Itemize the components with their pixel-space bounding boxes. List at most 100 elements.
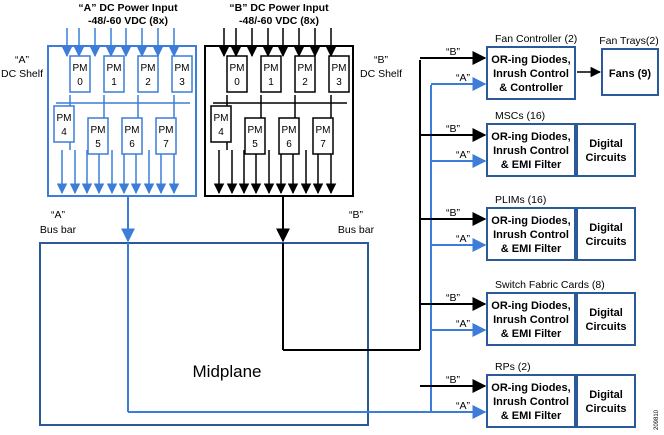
protection-text: Inrush Control — [493, 396, 569, 408]
pm-number: 6 — [286, 139, 292, 150]
pm-label: PM — [159, 125, 174, 136]
power-module-b-6: PM6 — [278, 117, 300, 155]
protection-text: OR-ing Diodes, — [491, 300, 570, 312]
pm-label: PM — [214, 113, 229, 124]
shelf-a-side-label: “A” — [15, 54, 30, 66]
feed-b-label: “B” — [446, 46, 461, 58]
digital-circuits-text: Circuits — [586, 152, 627, 164]
protection-text: & Controller — [499, 82, 563, 94]
protection-text: Inrush Control — [493, 145, 569, 157]
digital-circuits-text: Circuits — [586, 321, 627, 333]
protection-box — [486, 374, 576, 428]
shelf-b-busbar-label: “B” — [349, 209, 364, 221]
card-3: Switch Fabric Cards (8) “B” “A” OR-ing Diod… — [420, 279, 636, 346]
protection-text: & EMI Filter — [501, 159, 562, 171]
pm-box — [244, 117, 266, 155]
digital-circuits-box — [576, 123, 636, 177]
feed-a-label: “A” — [456, 72, 471, 84]
feed-a-label: “A” — [456, 233, 471, 245]
feed-b-label: “B” — [446, 207, 461, 219]
fan-trays: Fan Trays(2) Fans (9) — [577, 35, 659, 96]
digital-circuits-text: Digital — [589, 307, 623, 319]
power-module-a-7: PM 7 — [155, 117, 177, 155]
pm-number: 7 — [163, 139, 169, 150]
pm-label: PM — [332, 63, 347, 74]
power-module-b-4: PM4 — [210, 105, 232, 143]
digital-circuits-box — [576, 292, 636, 346]
pm-label: PM — [298, 63, 313, 74]
digital-circuits-text: Digital — [589, 222, 623, 234]
pm-number: 3 — [336, 77, 342, 88]
pm-number: 1 — [111, 77, 117, 88]
pm-label: PM — [125, 125, 140, 136]
power-module-b-5: PM5 — [244, 117, 266, 155]
protection-text: Inrush Control — [493, 68, 569, 80]
card-4: RPs (2)“B”“A”OR-ing Diodes,Inrush Contro… — [420, 361, 636, 428]
feed-b-label: “B” — [446, 292, 461, 304]
pm-number: 5 — [252, 139, 258, 150]
pm-label: PM — [264, 63, 279, 74]
pm-box — [294, 55, 316, 93]
protection-text: OR-ing Diodes, — [491, 215, 570, 227]
digital-circuits-box — [576, 374, 636, 428]
shelf-b-wiring — [213, 28, 347, 195]
feed-a-label: “A” — [456, 318, 471, 330]
card-title: MSCs (16) — [495, 110, 545, 122]
feed-b-label: “B” — [446, 374, 461, 386]
digital-circuits-text: Circuits — [586, 403, 627, 415]
card-title: PLIMs (16) — [495, 194, 546, 206]
pm-number: 6 — [129, 139, 135, 150]
digital-circuits-text: Digital — [589, 389, 623, 401]
pm-number: 1 — [268, 77, 274, 88]
fan-trays-title: Fan Trays(2) — [599, 35, 659, 47]
card-title: Switch Fabric Cards (8) — [495, 279, 605, 291]
protection-box — [486, 292, 576, 346]
feed-a-label: “A” — [456, 149, 471, 161]
pm-number: 4 — [61, 127, 67, 138]
pm-number: 0 — [77, 77, 83, 88]
pm-label: PM — [316, 125, 331, 136]
protection-text: OR-ing Diodes, — [491, 382, 570, 394]
shelf-b-busbar-label-2: Bus bar — [338, 224, 375, 236]
card-title: RPs (2) — [495, 361, 531, 373]
pm-box — [210, 105, 232, 143]
pm-box — [328, 55, 350, 93]
power-module-a-6: PM 6 — [121, 117, 143, 155]
shelf-a-busbar-label-2: Bus bar — [40, 224, 77, 236]
shelf-a-wiring — [56, 28, 190, 195]
pm-box — [87, 117, 109, 155]
power-module-b-0: PM0 — [226, 55, 248, 93]
protection-text: OR-ing Diodes, — [491, 131, 570, 143]
card-distribution-lines — [127, 60, 432, 413]
power-module-b-7: PM 7 — [312, 117, 334, 155]
card-0: Fan Controller (2)“B”“A”OR-ing Diodes,In… — [420, 33, 577, 100]
pm-box — [121, 117, 143, 155]
cards: Fan Controller (2) “B” “A” OR-ing Diodes, In… — [420, 33, 636, 428]
card-2: PLIMs (16) “B” “A” OR-ing Diodes, Inrush Con… — [420, 194, 636, 261]
protection-text: Inrush Control — [493, 229, 569, 241]
pm-box — [137, 55, 159, 93]
pm-box — [226, 55, 248, 93]
pm-label: PM — [91, 125, 106, 136]
pm-label: PM — [141, 63, 156, 74]
card-title: Fan Controller (2) — [495, 33, 577, 45]
power-module-a-3: PM3 — [171, 55, 193, 93]
protection-text: & EMI Filter — [501, 328, 562, 340]
figure-id: 209810 — [654, 409, 660, 430]
shelf-a-side-label-2: DC Shelf — [1, 68, 43, 80]
protection-text: Inrush Control — [493, 314, 569, 326]
protection-text: & EMI Filter — [501, 243, 562, 255]
power-module-b-1: PM 1 — [260, 55, 282, 93]
digital-circuits-text: Digital — [589, 138, 623, 150]
pm-label: PM — [73, 63, 88, 74]
shelf-a-header-line1: “A” DC Power Input — [78, 2, 178, 14]
power-module-a-1: PM1 — [103, 55, 125, 93]
pm-number: 7 — [320, 139, 326, 150]
protection-box — [486, 207, 576, 261]
pm-box — [69, 55, 91, 93]
pm-box — [171, 55, 193, 93]
digital-circuits-text: Circuits — [586, 236, 627, 248]
